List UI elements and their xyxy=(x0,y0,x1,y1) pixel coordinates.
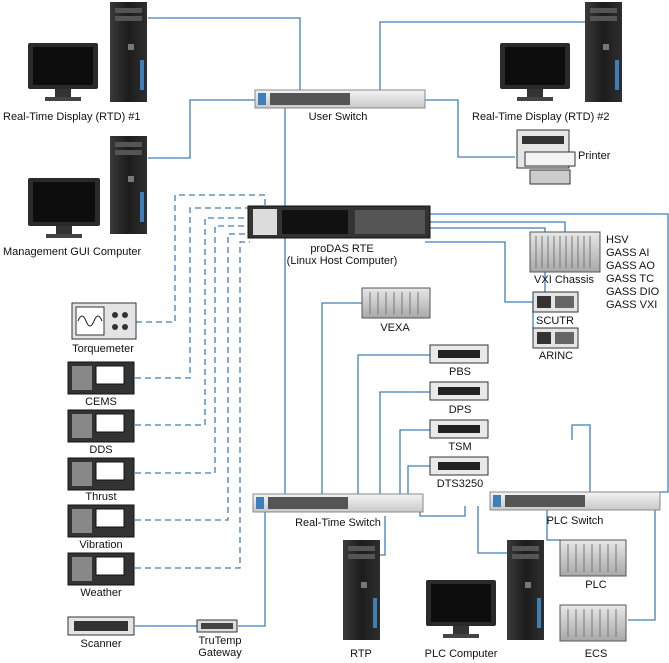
label-dps: DPS xyxy=(448,404,472,416)
dts3250-device xyxy=(429,456,489,476)
wire-plcswitch-ecs xyxy=(628,506,656,621)
label-linux-host: (Linux Host Computer) xyxy=(286,255,398,267)
user-switch-device xyxy=(254,89,426,109)
tower-rtd1 xyxy=(110,2,147,102)
label-dts3250: DTS3250 xyxy=(436,478,484,490)
wire-plcswitch-plc xyxy=(546,506,560,541)
wire-prodas-arinc xyxy=(425,241,534,328)
monitor-mgmt xyxy=(28,178,100,238)
wire-prodas-vxi xyxy=(430,221,566,232)
torquemeter-device xyxy=(71,302,137,340)
ecs-rack xyxy=(559,604,627,642)
dash-dds xyxy=(135,217,248,426)
arinc-device xyxy=(532,327,579,349)
label-plc-switch: PLC Switch xyxy=(546,515,604,527)
thrust-device xyxy=(67,457,135,491)
vxi-module: GASS TC xyxy=(606,273,655,285)
wire-rtswitch-pbs xyxy=(357,354,430,494)
wire-mgmt-userswitch xyxy=(148,99,255,159)
vxi-module: GASS AI xyxy=(606,247,650,259)
dash-weather xyxy=(135,241,250,569)
wire-rtd1-userswitch xyxy=(148,17,301,90)
monitor-rtd1 xyxy=(28,43,98,101)
wire-plcswitch-plccomputer xyxy=(477,506,507,554)
wire-prodas-plcswitch xyxy=(430,213,669,493)
label-gateway: Gateway xyxy=(198,647,242,659)
prodas-rte-device xyxy=(247,205,431,239)
wire-rtswitch-vexa xyxy=(321,302,362,494)
wire-rtswitch-dps xyxy=(379,391,430,494)
vxi-module: GASS VXI xyxy=(606,299,658,311)
label-cems: CEMS xyxy=(85,396,117,408)
vibration-device xyxy=(67,504,135,538)
plc-computer-tower xyxy=(507,540,544,640)
dds-device xyxy=(67,409,135,443)
vxi-module: HSV xyxy=(606,234,629,246)
label-pbs: PBS xyxy=(448,366,472,378)
scanner-device xyxy=(67,616,135,636)
cems-device xyxy=(67,361,135,395)
dash-vibration xyxy=(135,233,248,521)
label-scutr: SCUTR xyxy=(536,315,574,327)
label-realtime-switch: Real-Time Switch xyxy=(295,517,381,529)
dps-device xyxy=(429,381,489,401)
wire-rtd2-userswitch xyxy=(379,21,585,90)
label-ecs: ECS xyxy=(584,648,608,660)
label-printer: Printer xyxy=(578,150,611,162)
vxi-module: GASS DIO xyxy=(606,286,660,298)
label-vxi-chassis: VXI Chassis xyxy=(534,274,594,286)
label-weather: Weather xyxy=(80,587,122,599)
label-vibration: Vibration xyxy=(79,539,123,551)
wire-userswitch-printer xyxy=(420,99,515,158)
label-plc: PLC xyxy=(585,579,607,591)
plc-rack xyxy=(559,539,627,577)
dash-torquemeter xyxy=(136,194,266,323)
plc-switch-device xyxy=(489,491,661,511)
vexa-device xyxy=(361,287,431,319)
label-mgmt-gui: Management GUI Computer xyxy=(3,246,142,258)
vxi-chassis-device xyxy=(529,231,601,273)
label-rtp: RTP xyxy=(350,648,372,660)
wire-rtswitch-plcswitch xyxy=(419,506,466,517)
label-vexa: VEXA xyxy=(380,322,410,334)
label-trutemp: TruTemp xyxy=(198,635,242,647)
wire-prodas-scutr xyxy=(430,227,546,292)
plc-computer-monitor xyxy=(426,580,496,638)
label-thrust: Thrust xyxy=(85,491,117,503)
trutemp-gateway-device xyxy=(196,619,238,633)
label-rtd1: Real-Time Display (RTD) #1 xyxy=(3,111,141,123)
label-rtd2: Real-Time Display (RTD) #2 xyxy=(472,111,610,123)
dash-cems xyxy=(135,207,248,379)
label-prodas-rte: proDAS RTE xyxy=(310,243,374,255)
label-torquemeter: Torquemeter xyxy=(72,343,134,355)
dash-thrust xyxy=(135,225,248,474)
tower-rtd2 xyxy=(585,2,622,102)
label-tsm: TSM xyxy=(448,441,472,453)
vxi-module-list: HSV GASS AI GASS AO GASS TC GASS DIO GAS… xyxy=(606,234,659,312)
monitor-rtd2 xyxy=(500,43,570,101)
label-arinc: ARINC xyxy=(538,350,574,362)
label-scanner: Scanner xyxy=(80,638,122,650)
realtime-switch-device xyxy=(252,493,424,513)
vxi-module: GASS AO xyxy=(606,260,655,272)
wire-trutemp-rtswitch xyxy=(238,510,266,627)
solid-connections xyxy=(135,17,669,627)
label-plc-computer: PLC Computer xyxy=(424,648,498,660)
tower-mgmt xyxy=(110,136,147,234)
dashed-connections xyxy=(135,194,266,569)
pbs-device xyxy=(429,344,489,364)
wire-rtswitch-tsm xyxy=(399,429,430,494)
label-user-switch: User Switch xyxy=(308,111,368,123)
rtp-tower xyxy=(343,540,380,640)
printer-device xyxy=(516,129,576,185)
scutr-device xyxy=(532,291,579,313)
tsm-device xyxy=(429,419,489,439)
wire-rtswitch-dts xyxy=(407,465,430,494)
wire-vxi-plcswitch xyxy=(571,424,591,492)
label-dds: DDS xyxy=(89,444,113,456)
weather-device xyxy=(67,552,135,586)
